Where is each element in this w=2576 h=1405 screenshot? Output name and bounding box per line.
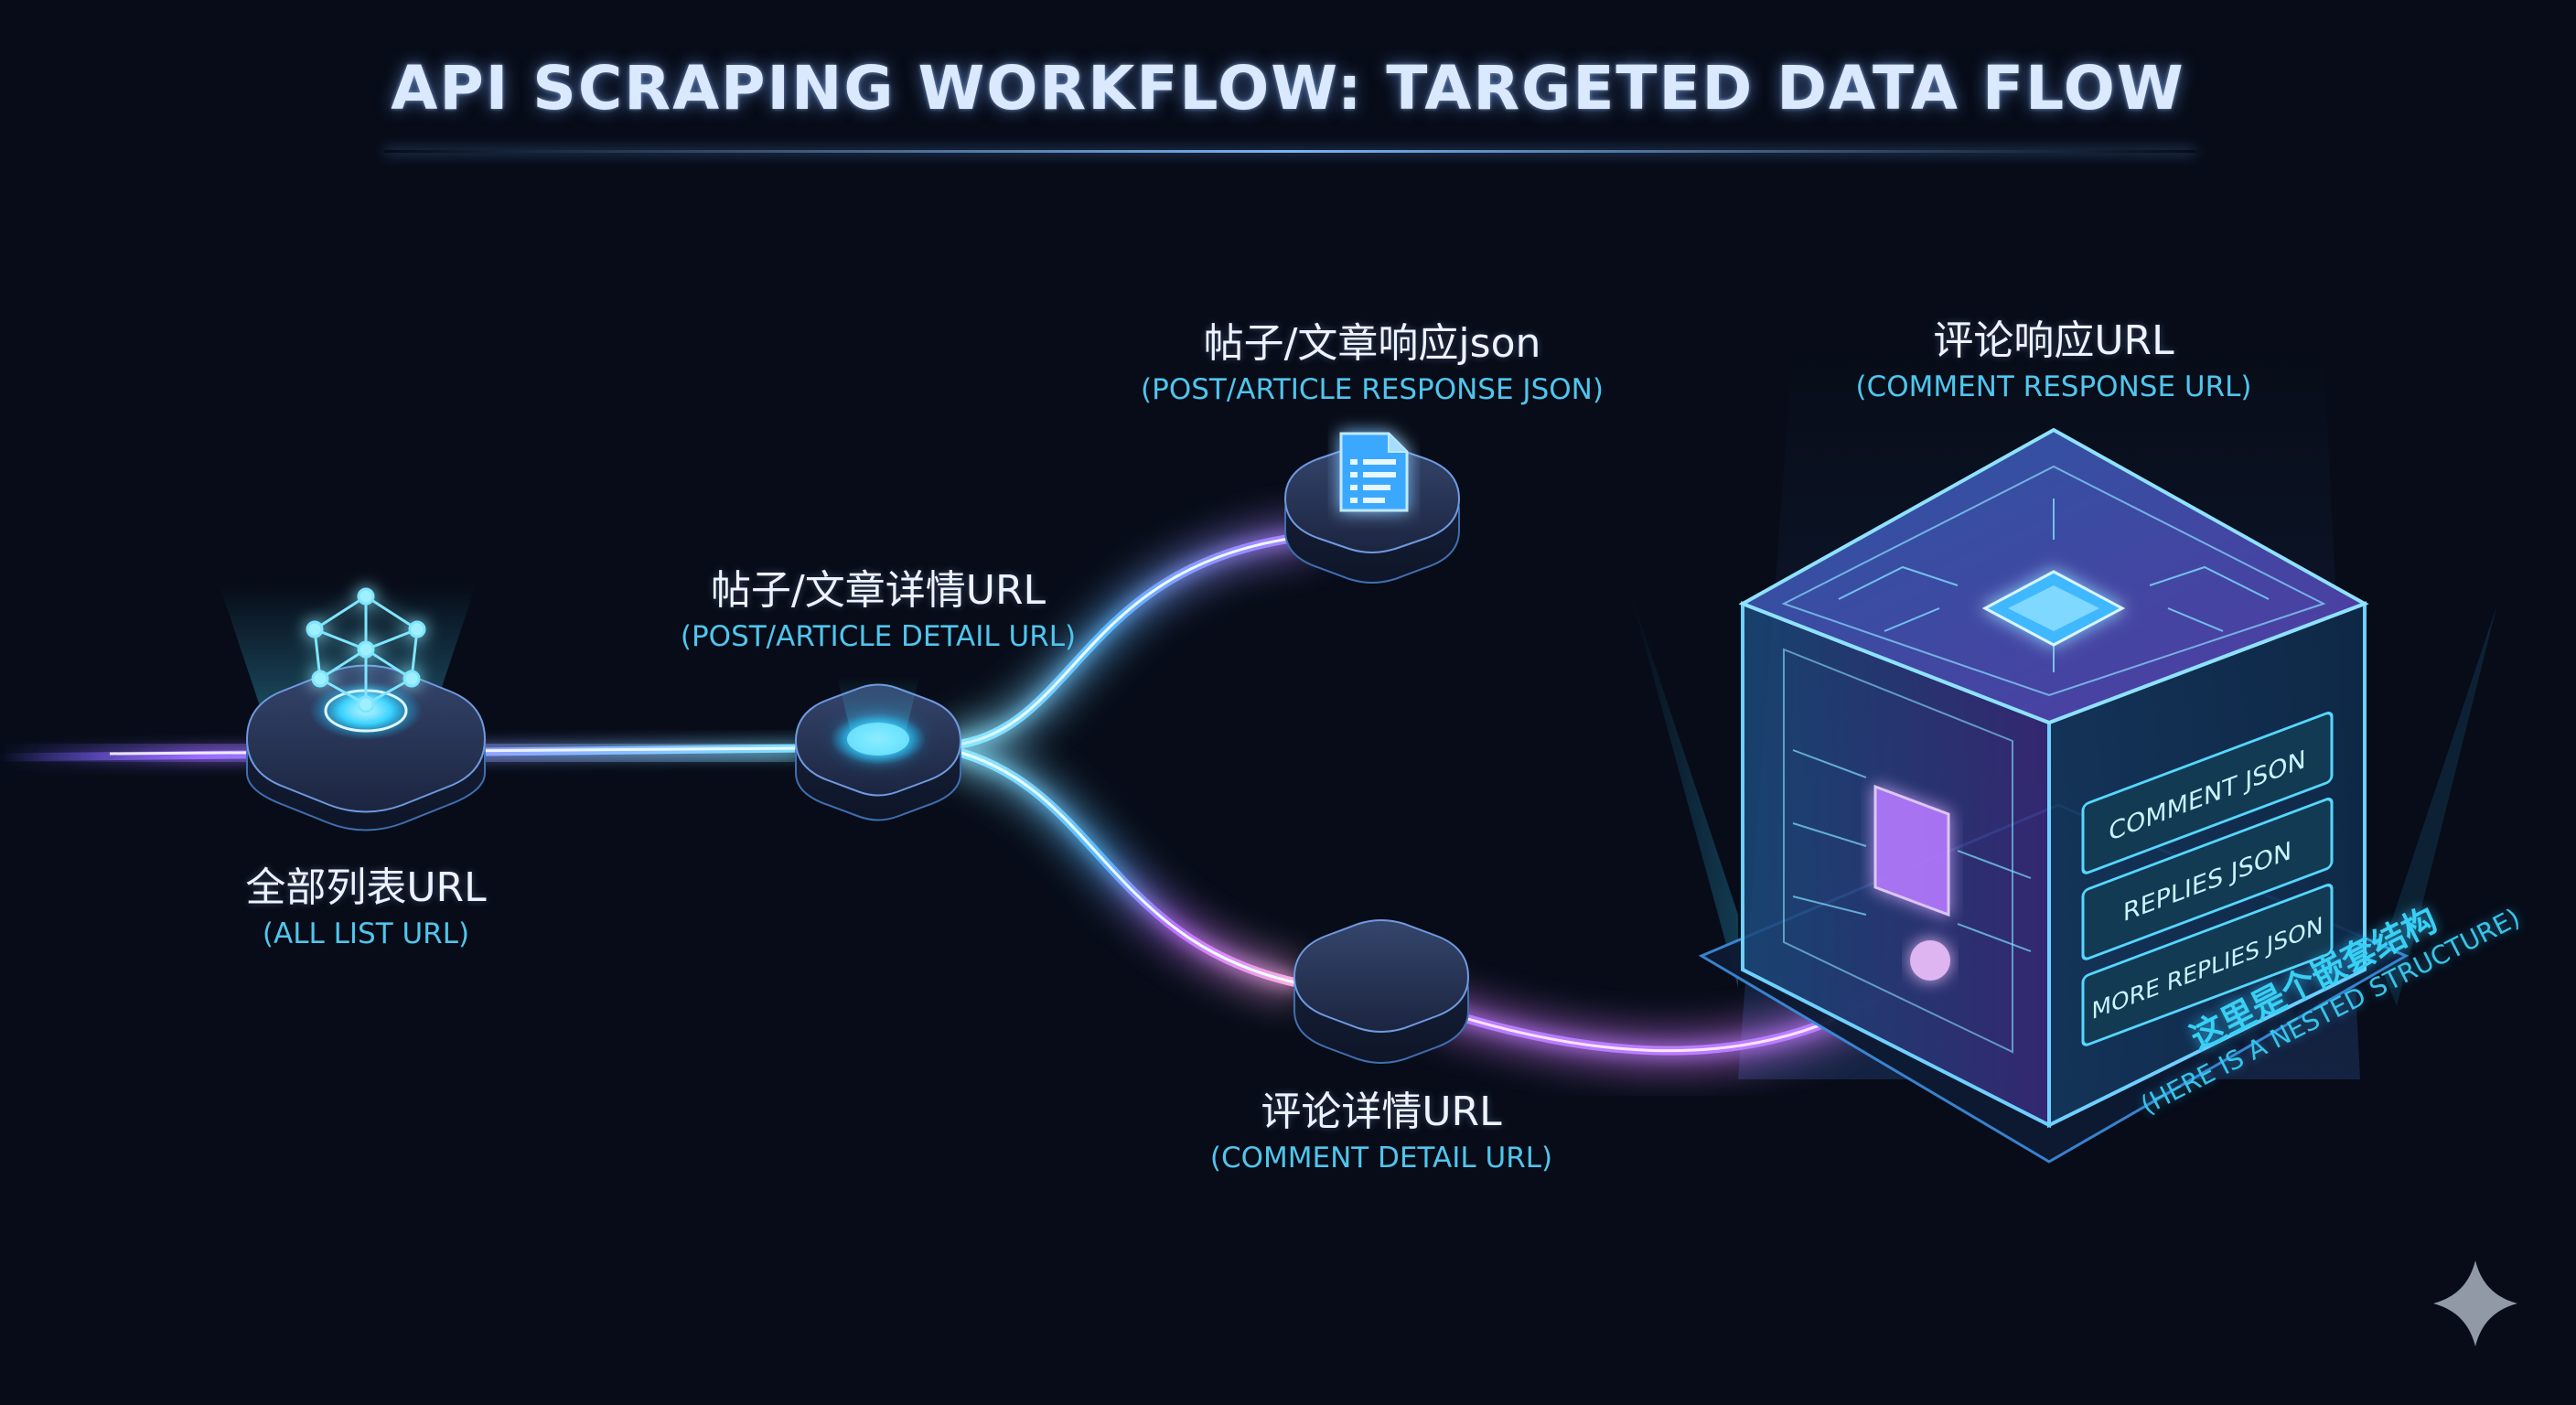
label-comment-response-en: (COMMENT RESPONSE URL): [1855, 370, 2252, 403]
cube-side-light-right: [2378, 604, 2497, 1006]
label-post-response-zh: 帖子/文章响应json: [1203, 320, 1541, 367]
label-comment-detail-en: (COMMENT DETAIL URL): [1209, 1142, 1553, 1174]
label-post-response-en: (POST/ARTICLE RESPONSE JSON): [1141, 373, 1604, 406]
label-comment-response-zh: 评论响应URL: [1933, 317, 2174, 364]
blank-tile-icon: [1293, 919, 1470, 1033]
title-divider: [384, 150, 2195, 153]
beam-to-comment-detail: [948, 736, 1303, 997]
glowing-disc-icon: [831, 713, 926, 765]
label-post-detail-zh: 帖子/文章详情URL: [710, 567, 1046, 614]
node-all-list: [220, 585, 487, 831]
page-title: API SCRAPING WORKFLOW: TARGETED DATA FLO…: [391, 53, 2185, 123]
node-comment-detail: [1293, 919, 1470, 1064]
beam-to-post-response: [949, 521, 1319, 759]
label-post-detail: 帖子/文章详情URL (POST/ARTICLE DETAIL URL): [558, 567, 1198, 655]
data-cube-icon: COMMENT JSON REPLIES JSON MORE REPLIES J…: [1698, 427, 2410, 1164]
label-all-list-zh: 全部列表URL: [245, 864, 487, 911]
label-all-list: 全部列表URL (ALL LIST URL): [46, 864, 686, 952]
sparkle-icon: [2433, 1260, 2517, 1346]
cube-side-light: [1628, 585, 1738, 988]
label-post-response: 帖子/文章响应json (POST/ARTICLE RESPONSE JSON): [1052, 320, 1692, 408]
network-graph-icon: [306, 587, 426, 713]
label-comment-detail-zh: 评论详情URL: [1261, 1089, 1502, 1135]
label-all-list-en: (ALL LIST URL): [262, 917, 470, 950]
document-icon: [1339, 432, 1409, 512]
label-post-detail-en: (POST/ARTICLE DETAIL URL): [680, 620, 1077, 653]
label-comment-response: 评论响应URL (COMMENT RESPONSE URL): [1733, 317, 2374, 405]
label-comment-detail: 评论详情URL (COMMENT DETAIL URL): [1061, 1089, 1701, 1176]
